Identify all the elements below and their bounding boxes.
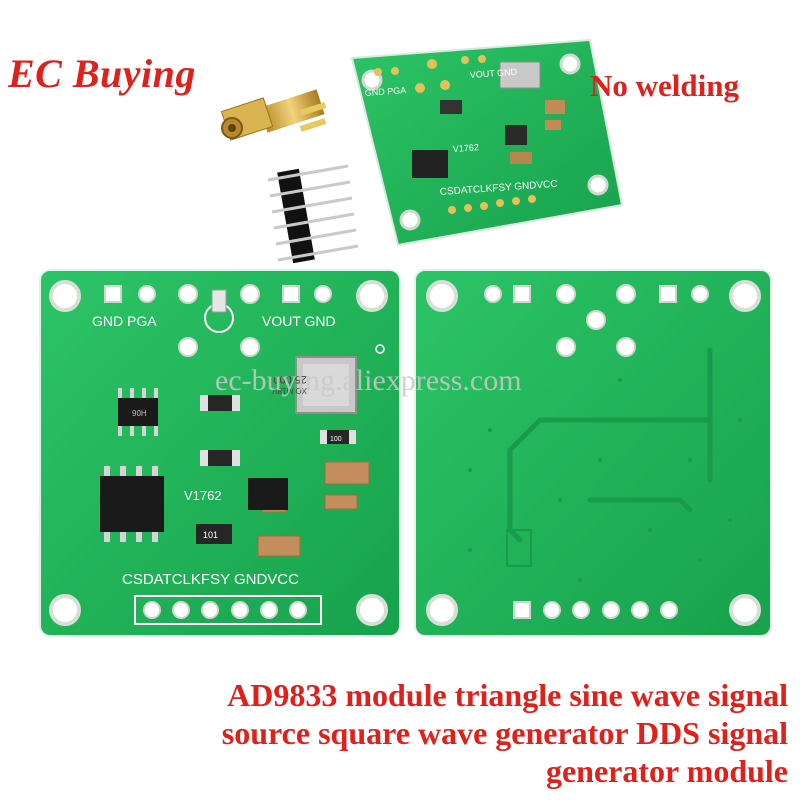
svg-text:25 000: 25 000 xyxy=(273,373,307,385)
capacitor xyxy=(257,535,301,557)
sma-connector-photo xyxy=(220,89,327,141)
mounting-hole xyxy=(426,594,458,626)
ad9833-chip xyxy=(100,476,164,532)
resistor xyxy=(200,450,240,466)
svg-text:GND PGA: GND PGA xyxy=(92,313,157,329)
svg-text:GND PGA: GND PGA xyxy=(364,85,406,98)
svg-text:VOUT GND: VOUT GND xyxy=(262,313,336,329)
mounting-hole xyxy=(426,280,458,312)
ic-chip xyxy=(440,100,462,114)
svg-text:CSDATCLKFSY GNDVCC: CSDATCLKFSY GNDVCC xyxy=(122,571,299,588)
op-amp-chip xyxy=(248,478,288,510)
mounting-hole xyxy=(49,594,81,626)
resistor-array xyxy=(196,524,232,544)
ic-chip xyxy=(505,125,527,145)
svg-text:90H: 90H xyxy=(132,409,147,418)
caption-line: AD9833 module triangle sine wave signal xyxy=(227,677,788,713)
mounting-hole xyxy=(399,209,421,231)
capacitor xyxy=(324,461,370,485)
brand-logo: EC Buying xyxy=(8,51,196,96)
mounting-hole xyxy=(729,280,761,312)
pin-header-photo xyxy=(267,164,359,264)
ic-chip xyxy=(412,150,448,178)
svg-text:101: 101 xyxy=(203,530,218,540)
capacitor xyxy=(510,152,532,164)
mounting-hole xyxy=(729,594,761,626)
capacitor xyxy=(545,120,561,130)
svg-text:V1762: V1762 xyxy=(184,488,222,503)
resistor xyxy=(320,430,356,444)
mounting-hole xyxy=(49,280,81,312)
resistor xyxy=(200,395,240,411)
mounting-hole xyxy=(356,280,388,312)
top-board-photo: GND PGA VOUT GND CSDATCLKFSY GNDVCC V176… xyxy=(350,38,624,247)
caption-line: source square wave generator DDS signal xyxy=(221,715,788,751)
svg-text:V1762: V1762 xyxy=(452,142,479,154)
capacitor xyxy=(324,494,358,510)
crystal-oscillator xyxy=(499,61,541,89)
svg-text:100: 100 xyxy=(330,436,342,443)
svg-text:XO M18V: XO M18V xyxy=(272,386,307,395)
product-caption: AD9833 module triangle sine wave signal … xyxy=(222,676,788,790)
mounting-hole xyxy=(356,594,388,626)
caption-line: generator module xyxy=(545,753,788,789)
ic-chip xyxy=(118,398,158,426)
capacitor xyxy=(545,100,565,114)
mounting-hole xyxy=(559,53,581,75)
front-board-photo: GND PGA VOUT GND 25 000 XO M18V 90H xyxy=(39,269,401,637)
mounting-hole xyxy=(587,174,609,196)
back-board-photo xyxy=(414,269,772,637)
no-welding-note: No welding xyxy=(590,68,739,103)
watermark-text: ec-buying.aliexpress.com xyxy=(215,364,522,397)
svg-text:VOUT GND: VOUT GND xyxy=(469,67,517,80)
